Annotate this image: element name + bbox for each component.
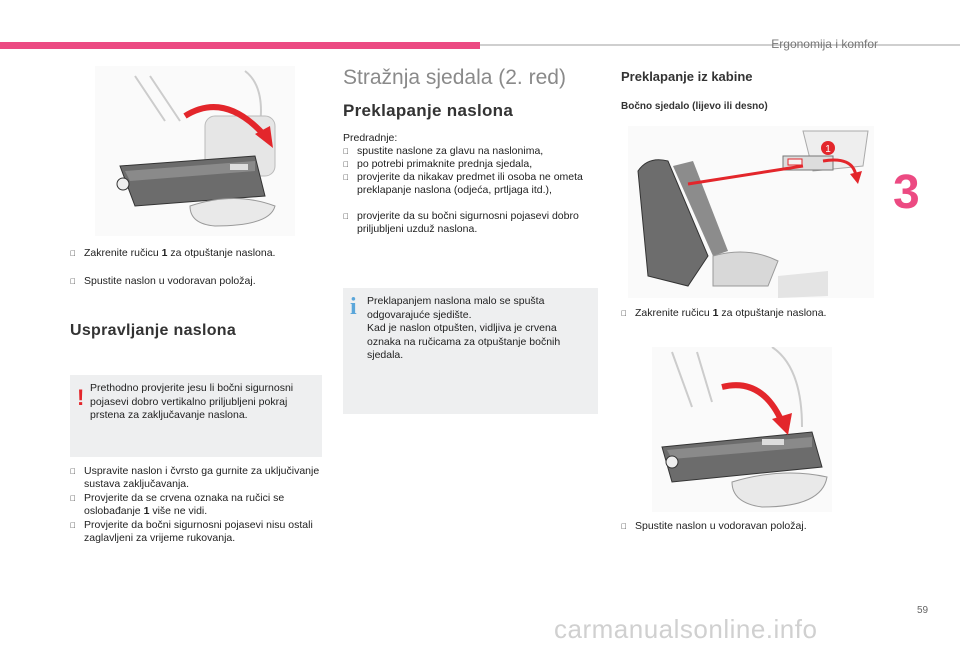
bullet-icon:  [70,275,84,288]
page-header-title: Ergonomija i komfor [771,37,878,51]
section-title: Stražnja sjedala (2. red) [343,66,566,89]
col1-bullet-3: Uspravite naslon i čvrsto ga gurnite za… [70,465,328,491]
bullet-icon:  [621,307,635,320]
seat-release-illustration: 1 [628,126,874,298]
info-icon: i [350,294,357,320]
callout-number: 1 [825,144,831,155]
header-accent-bar [0,42,480,49]
bullet-icon:  [343,145,357,158]
heading-preklapanje-iz-kabine: Preklapanje iz kabine [621,69,753,84]
subheading-bocno-sjedalo: Bočno sjedalo (lijevo ili desno) [621,101,768,112]
bullet-icon:  [70,492,84,505]
bullet-icon:  [343,158,357,171]
col2-bullet-4: provjerite da su bočni sigurnosni pojas… [343,210,598,236]
heading-uspravljanje: Uspravljanje naslona [70,322,237,339]
bullet-icon:  [70,519,84,532]
col2-bullet-1: spustite naslone za glavu na naslonima, [343,145,598,158]
warning-text: Prethodno provjerite jesu li bočni sigur… [90,382,294,421]
bullet-icon:  [70,247,84,260]
warning-icon: ! [77,385,85,410]
watermark: carmanualsonline.info [554,614,818,644]
warning-box: ! Prethodno provjerite jesu li bočni sig… [70,375,322,457]
page-number: 59 [917,605,929,616]
info-box: i Preklapanjem naslona malo se spušta od… [343,288,598,414]
bullet-icon:  [621,520,635,533]
header-divider [480,44,960,46]
col1-bullet-4: Provjerite da se crvena oznaka na ručic… [70,492,328,518]
col3-bullet-2: Spustite naslon u vodoravan položaj. [621,520,881,533]
bullet-icon:  [343,171,357,184]
chapter-number: 3 [893,166,920,219]
seat-fold-illustration-1 [95,66,295,236]
seat-fold-illustration-2 [652,346,832,512]
intro-text: Predradnje: [343,132,398,144]
col1-bullet-1: Zakrenite ručicu 1 za otpuštanje naslon… [70,247,330,260]
col1-bullet-5: Provjerite da bočni sigurnosni pojasevi… [70,519,328,545]
col2-bullet-2: po potrebi primaknite prednja sjedala, [343,158,598,171]
bullet-icon:  [70,465,84,478]
heading-preklapanje-naslona: Preklapanje naslona [343,101,514,120]
info-text: Preklapanjem naslona malo se spušta odgo… [367,295,561,361]
col2-bullet-3: provjerite da nikakav predmet ili osoba… [343,171,598,197]
col3-bullet-1: Zakrenite ručicu 1 za otpuštanje naslon… [621,307,881,320]
col1-bullet-2: Spustite naslon u vodoravan položaj. [70,275,330,288]
bullet-icon:  [343,210,357,223]
